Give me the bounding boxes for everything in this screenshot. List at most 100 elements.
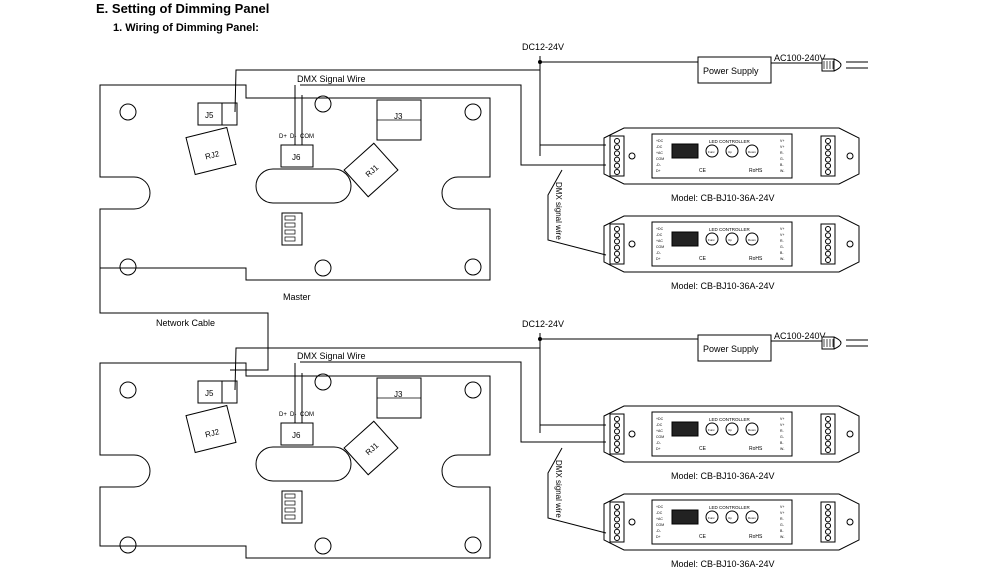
com-label: COM [300,134,314,140]
right-pin-label: V+ [780,227,784,231]
terminal-screw [825,144,831,151]
controller-button-label: Func [708,428,715,432]
left-pin-label: -D- [656,441,662,445]
left-pin-label: D+ [656,257,661,261]
mount-hole [846,240,854,248]
d-minus-label: D- [290,412,296,418]
panel-outline [99,362,491,559]
dmx-signal-wire-vertical-label: DMX signal wire [554,182,563,240]
terminal-screw [825,244,831,251]
terminal-screw [825,169,831,175]
mounting-hole [119,536,137,554]
mounting-hole [119,381,137,399]
terminal-screw [825,535,831,541]
mounting-hole [314,95,332,113]
dip-switch-lever [284,514,296,520]
left-pin-label: D+ [656,535,661,539]
dip-switch-lever [284,229,296,235]
right-pin-label: V+ [780,145,784,149]
right-pin-label: G- [780,157,785,161]
rohs-badge: RoHS [749,446,763,452]
j5-plug [221,102,238,126]
ac-input-label: AC100-240V [774,331,826,341]
mount-hole [846,518,854,526]
controller-button [725,510,739,524]
plug-prongs [846,339,868,347]
mount-hole [628,518,636,526]
j6-connector [280,144,314,168]
left-pin-label: +DC [656,417,664,421]
master-label: Master [283,292,311,302]
ce-badge: CE [699,168,707,174]
controller-model-label: Model: CB-BJ10-36A-24V [671,281,775,291]
d-plus-label: D+ [279,134,287,140]
j6-label: J6 [292,153,301,162]
panel-outline [99,84,491,281]
right-pin-label: W- [780,169,785,173]
controller-housing [603,493,860,551]
terminal-screw [825,510,831,517]
terminal-screw [825,226,831,232]
seven-seg-display [671,143,699,159]
panel-slot [255,168,352,204]
right-pin-label: W- [780,257,785,261]
controller-button-label: Up [728,516,732,520]
plug-head [833,336,842,350]
power-supply-box [697,334,772,362]
power-supply-label: Power Supply [703,66,759,76]
controller-header: LED CONTROLLER [709,417,751,422]
terminal-screw [614,510,620,517]
rohs-badge: RoHS [749,256,763,262]
terminal-screw [825,150,831,157]
terminal-screw [825,257,831,263]
terminal-screw [614,257,620,263]
controller-model-label: Model: CB-BJ10-36A-24V [671,559,775,567]
terminal-screw [614,428,620,435]
com-label: COM [300,412,314,418]
right-pin-label: W- [780,535,785,539]
right-pin-label: B- [780,529,784,533]
left-pin-label: +AC [656,517,663,521]
controller-button [705,144,719,158]
right-pin-label: V+ [780,505,784,509]
left-pin-label: -DC [656,233,663,237]
dmx-link-bottom [547,447,607,534]
terminal-screw [825,516,831,523]
terminal-screw [825,428,831,435]
controller-housing [603,215,860,273]
dmx-signal-wire-vertical-label: DMX signal wire [554,460,563,518]
controller-header: LED CONTROLLER [709,505,751,510]
seven-seg-display [671,231,699,247]
plug-prongs [846,61,868,69]
section-title: E. Setting of Dimming Panel [96,1,270,16]
left-pin-label: +AC [656,151,663,155]
terminal-screw [614,226,620,232]
terminal-screw [614,434,620,441]
mounting-hole [314,373,332,391]
controller-housing [603,127,860,185]
controller-header: LED CONTROLLER [709,139,751,144]
controller-button-label: Func [708,238,715,242]
right-pin-label: B- [780,441,784,445]
dmx-bus-top [300,84,606,166]
controller-button-label: Up [728,428,732,432]
rj2-jack [185,126,237,176]
mount-hole [628,152,636,160]
controller-housing [603,405,860,463]
d-plus-label: D+ [279,412,287,418]
rj1-jack [343,142,399,198]
left-pin-label: -DC [656,423,663,427]
j5-label: J5 [205,111,214,120]
right-pin-label: W- [780,447,785,451]
terminal-screw [825,138,831,144]
mount-hole [846,152,854,160]
terminal-screw [825,422,831,429]
left-pin-label: -D- [656,163,662,167]
controller-2: LED CONTROLLER+DC-DC+ACCOM-D-D+V+V+R-G-B… [603,215,860,291]
left-pin-label: -D- [656,251,662,255]
left-pin-label: D+ [656,169,661,173]
dip-switch-lever [284,236,296,242]
terminal-screw [614,516,620,523]
